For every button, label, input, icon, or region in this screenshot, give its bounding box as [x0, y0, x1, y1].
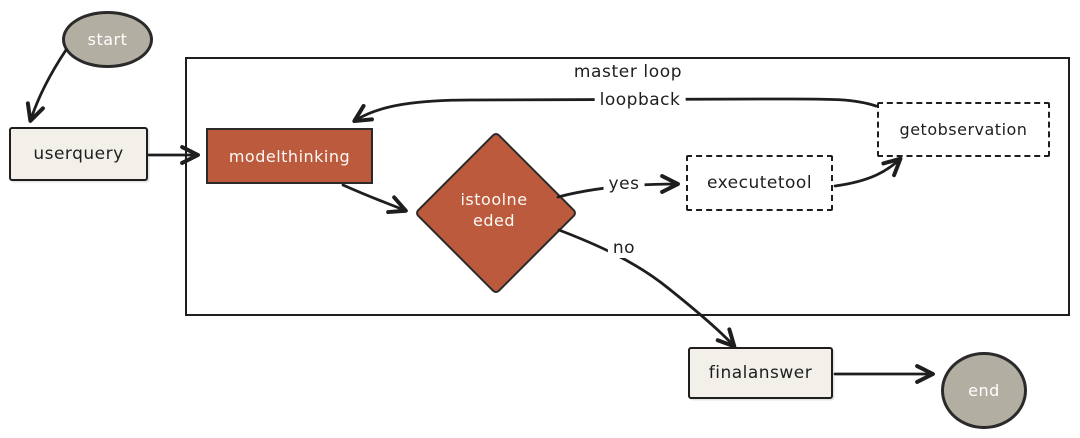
node-start: start	[62, 11, 153, 68]
node-finalanswer: finalanswer	[688, 347, 833, 399]
edge-label-no: no	[607, 238, 641, 258]
node-modelthinking-label: modelthinking	[228, 146, 351, 166]
node-istoolneeded-label-line2: eded	[473, 211, 515, 230]
node-executetool-label: executetool	[706, 173, 813, 193]
master-loop-label: master loop	[573, 62, 683, 82]
edge-start-to-userquery	[25, 48, 68, 123]
node-start-label: start	[87, 30, 128, 49]
node-executetool: executetool	[686, 155, 833, 211]
node-getobservation-label: getobservation	[899, 120, 1028, 139]
edge-label-loopback: loopback	[594, 90, 686, 110]
node-finalanswer-label: finalanswer	[708, 363, 813, 383]
node-userquery-label: userquery	[33, 144, 124, 164]
node-getobservation: getobservation	[877, 102, 1050, 157]
node-istoolneeded-label-line1: istoolne	[460, 190, 528, 210]
node-modelthinking: modelthinking	[206, 128, 373, 184]
edge-label-yes: yes	[603, 174, 645, 194]
node-end: end	[941, 352, 1027, 429]
node-istoolneeded-label: istoolne eded	[460, 190, 527, 232]
node-end-label: end	[968, 381, 1000, 400]
node-userquery: userquery	[9, 127, 148, 181]
